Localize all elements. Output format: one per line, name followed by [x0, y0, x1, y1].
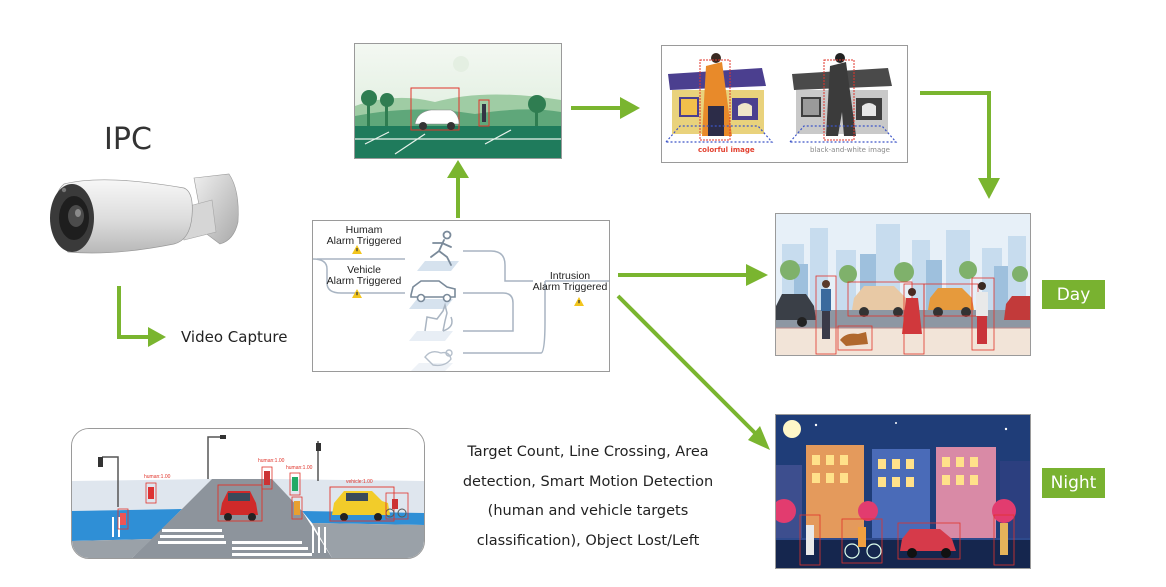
street-label-human-a: human:1.00 [144, 474, 171, 480]
ipc-title: IPC [104, 122, 152, 157]
dog-icon [424, 349, 453, 367]
night-scene-panel [775, 414, 1031, 569]
arrow-to-night [616, 294, 758, 436]
day-scene-panel [775, 213, 1031, 356]
color-compare-panel: colorful image black-and-white image [661, 45, 908, 163]
warning-icon-human [352, 245, 362, 254]
cat-icon [424, 302, 453, 332]
colorful-image-label: colorful image [698, 146, 755, 154]
car-icon [410, 280, 456, 303]
arrowhead-day [746, 264, 768, 286]
street-label-human-b: human:1.00 [258, 458, 285, 464]
running-person-icon [430, 230, 452, 266]
description-line-4: classification), Object Lost/Left [476, 532, 700, 549]
arrowhead-down-day [978, 178, 1000, 199]
arrowhead-up [447, 160, 469, 178]
feature-description: Target Count, Line Crossing, Area detect… [448, 438, 728, 556]
parking-scene-panel [354, 43, 562, 159]
arrowhead-video [148, 327, 166, 347]
warning-icon-vehicle [352, 289, 362, 298]
street-scene-panel: human:1.00 human:1.00 human:1.00 vehicle… [71, 428, 425, 559]
night-badge: Night [1042, 468, 1105, 498]
arrowhead-right-top [620, 97, 640, 119]
arrowhead-night [748, 426, 770, 450]
video-capture-arrow [117, 286, 150, 339]
description-line-3: (human and vehicle targets [487, 503, 689, 519]
description-line-1: Target Count, Line Crossing, Area [467, 444, 709, 460]
down-arrow-day [920, 91, 991, 180]
street-label-vehicle: vehicle:1.00 [346, 479, 373, 485]
bw-image-label: black-and-white image [810, 146, 890, 154]
description-line-2: detection, Smart Motion Detection [462, 473, 714, 490]
video-capture-label: Video Capture [181, 328, 288, 346]
warning-icon-intrusion [574, 297, 584, 306]
day-badge: Day [1042, 280, 1105, 309]
street-label-human-c: human:1.00 [286, 465, 313, 471]
bullet-camera-icon [50, 173, 239, 254]
